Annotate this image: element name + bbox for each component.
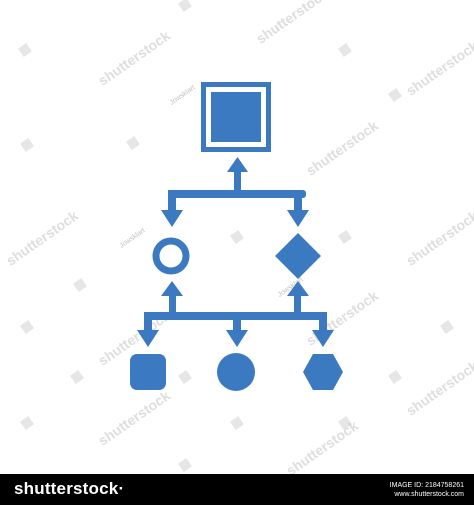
connector-left-drop [168,190,176,212]
diagram-nodes [130,82,343,391]
connector-top-bus [169,190,306,198]
connector-bl-drop [144,312,152,334]
node-root-inner [211,92,261,142]
diagram-canvas: shutterstock shutterstock shutterstock s… [3,0,474,479]
arrowhead-up-right [287,281,309,296]
connector-root-stem [234,170,241,192]
arrowhead-down-bottom-right [312,330,334,347]
connector-br-drop [319,312,327,334]
footer-bar: shutterstock· IMAGE ID: 2184758261 www.s… [0,474,474,505]
connector-lines [137,157,334,347]
node-rounded-square [130,354,166,390]
arrowhead-down-bottom-left [137,330,159,347]
connector-bc-drop [233,312,241,334]
footer-logo: shutterstock· [14,479,124,499]
node-ring [152,237,190,275]
connector-right-rise [294,292,301,316]
footer-logo-suffix: · [118,479,125,498]
footer-meta: IMAGE ID: 2184758261 www.shutterstock.co… [390,481,464,499]
footer-image-id: IMAGE ID: 2184758261 [389,482,464,489]
connector-right-drop [294,190,302,212]
arrowhead-down-bottom-center [226,330,248,347]
footer-logo-text: shutterstock [14,479,119,498]
arrowhead-down-left [161,210,183,227]
connector-left-rise [169,292,176,316]
arrowhead-up-root [227,157,248,172]
flowchart-diagram [130,82,343,391]
arrowhead-up-left [161,281,183,296]
arrowhead-down-right [287,210,309,227]
node-circle [217,353,255,391]
node-diamond [275,233,321,279]
footer-site: www.shutterstock.com [394,491,464,498]
node-hexagon [303,354,343,390]
